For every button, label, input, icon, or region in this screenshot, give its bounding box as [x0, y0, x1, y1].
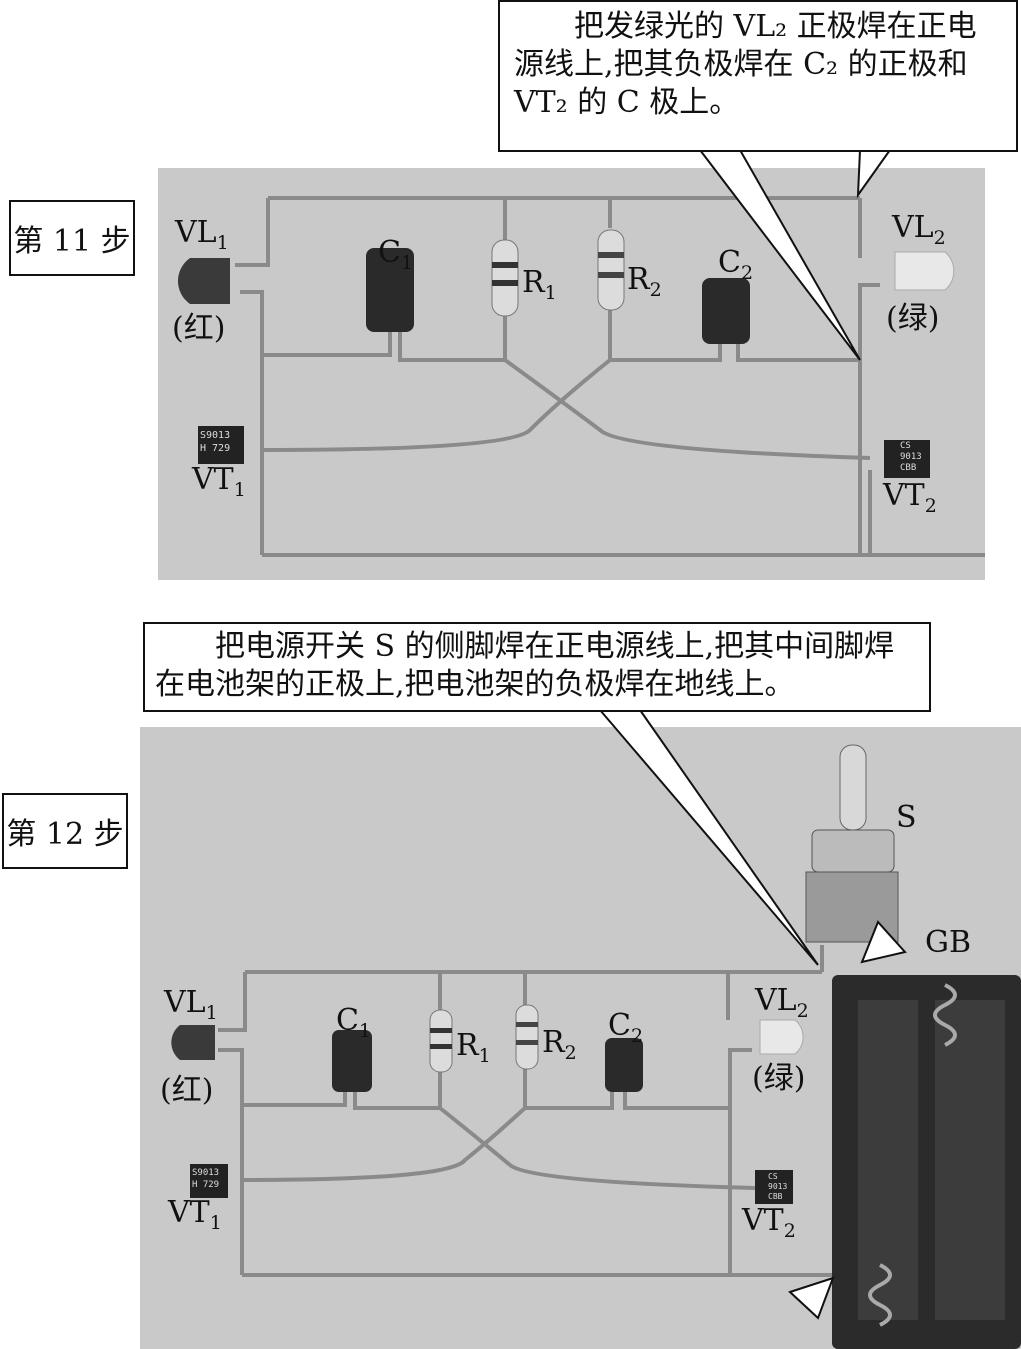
step12-switch-lever	[839, 744, 867, 831]
step12-spring-top	[933, 983, 957, 1047]
step12-arrow-ground	[788, 1276, 835, 1320]
step12-cross-1	[438, 1106, 756, 1190]
step12-cross-2	[241, 1106, 527, 1182]
step12-vt1-label: VT1	[168, 1195, 222, 1234]
step11-c2-label: C2	[718, 245, 754, 284]
step12-battery-slot-1	[858, 1000, 918, 1320]
step12-vl1-led	[171, 1025, 215, 1060]
step12-switch-nut	[811, 829, 895, 873]
step12-r2-band-2	[516, 1040, 538, 1045]
step12-vl1-label: VL1	[164, 985, 218, 1024]
step11-photo	[158, 168, 985, 580]
step11-c2-capacitor	[702, 278, 750, 344]
step11-callout-pointer	[699, 149, 891, 361]
step11-vl2-label: VL2	[892, 210, 946, 249]
step12-vl2-label: VL2	[755, 983, 809, 1022]
step12-vl2-color: (绿)	[752, 1061, 806, 1096]
step11-r1-band-2	[492, 280, 518, 286]
step12-s-label: S	[896, 800, 917, 835]
step12-callout: 把电源开关 S 的侧脚焊在正电源线上,把其中间脚焊在电池架的正极上,把电池架的负…	[143, 622, 931, 712]
step11-mid-wire-left	[262, 330, 505, 362]
step12-c2-capacitor	[605, 1038, 643, 1092]
step11-vt2-label: VT2	[883, 478, 937, 517]
step12-c1-label: C1	[336, 1003, 372, 1042]
step12-vt2-label: VT2	[742, 1203, 796, 1242]
step11-c1-label: C1	[378, 235, 414, 274]
step12-r1-band-2	[430, 1044, 452, 1049]
step11-r1-label: R1	[522, 265, 557, 304]
step12-gb-label: GB	[925, 925, 972, 960]
step11-cross-2	[261, 358, 612, 452]
step11-step-label: 第 11 步	[9, 200, 135, 276]
step12-vt1-transistor	[190, 1164, 228, 1198]
step12-callout-pointer	[599, 709, 907, 1320]
step11-circuit	[235, 196, 985, 557]
step12-vl2-led	[759, 1019, 804, 1055]
step12-right-wire	[726, 972, 752, 1275]
step12-c1-capacitor	[332, 1030, 372, 1092]
step11-cross-1	[503, 358, 871, 460]
step11-r1-band-1	[492, 262, 518, 268]
step11-r2-band-2	[598, 272, 624, 278]
step11-c1-capacitor	[366, 248, 414, 332]
step11-left-wire	[235, 198, 270, 555]
step12-circuit	[218, 945, 840, 1277]
step12-step-label: 第 12 步	[2, 793, 128, 869]
step12-mid-wire-right	[525, 1092, 730, 1110]
step11-vl2-led	[894, 251, 955, 291]
step11-vl1-label: VL1	[175, 215, 229, 254]
step11-r2-band-1	[598, 252, 624, 258]
step12-battery-slot-2	[935, 1000, 1005, 1320]
step12-c2-label: C2	[608, 1008, 644, 1047]
step12-r2-resistor	[515, 1004, 539, 1070]
step12-vt2-transistor	[755, 1170, 793, 1204]
step11-right-wire	[858, 198, 880, 555]
step11-r2-label: R2	[627, 262, 662, 301]
step11-vl2-color: (绿)	[886, 301, 940, 336]
step11-vl1-led	[177, 258, 230, 304]
step12-r1-label: R1	[456, 1028, 491, 1067]
step12-components	[171, 744, 1021, 1349]
step12-vl1-color: (红)	[160, 1073, 214, 1108]
step12-r1-band-1	[430, 1028, 452, 1033]
step12-r2-label: R2	[542, 1025, 577, 1064]
step11-r1-resistor	[491, 239, 519, 317]
step12-arrow-gb	[860, 920, 907, 964]
step11-components	[177, 229, 955, 478]
step11-vl1-color: (红)	[172, 311, 226, 346]
step11-callout: 把发绿光的 VL₂ 正极焊在正电源线上,把其负极焊在 C₂ 的正极和 VT₂ 的…	[498, 0, 1018, 152]
step12-spring-bottom	[868, 1263, 892, 1327]
step12-left-wire	[218, 972, 247, 1275]
step11-vt1-label: VT1	[192, 462, 246, 501]
step11-vt2-transistor	[884, 440, 930, 478]
step11-vt1-transistor	[198, 426, 244, 464]
step11-r2-resistor	[597, 229, 625, 311]
step12-r2-band-1	[516, 1022, 538, 1027]
step12-mid-wire-left	[242, 1090, 440, 1110]
step12-r1-resistor	[429, 1009, 453, 1073]
